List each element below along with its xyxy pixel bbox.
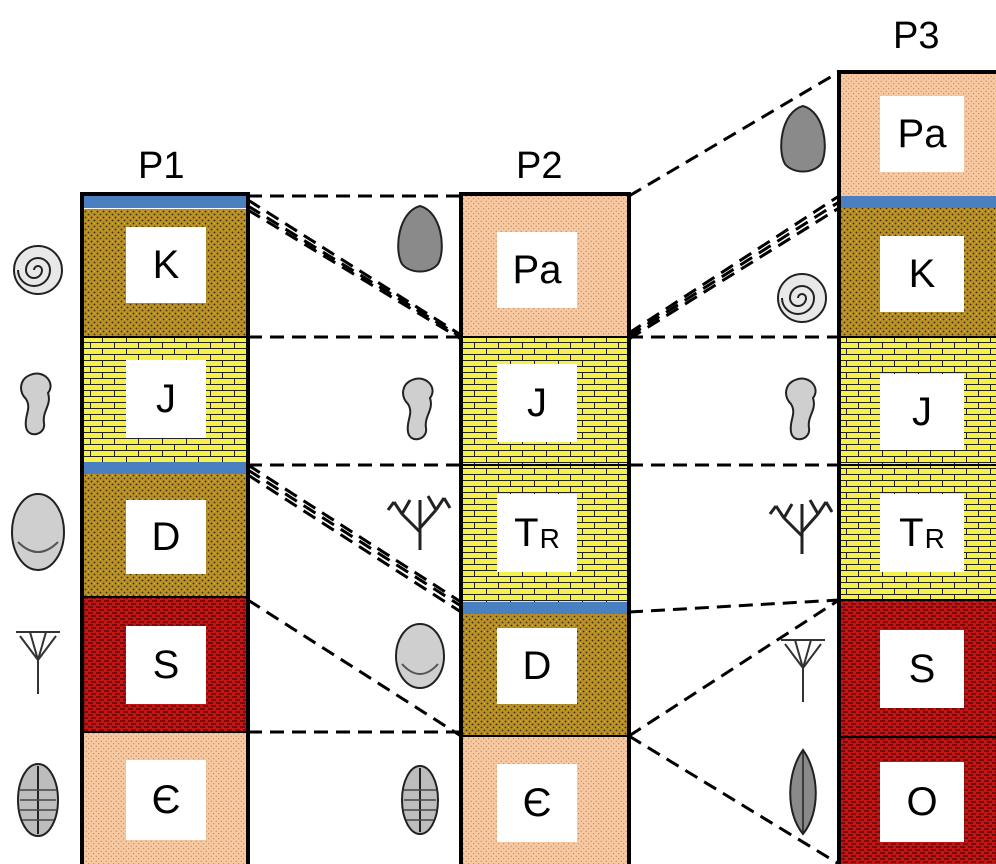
sponge-icon xyxy=(402,377,434,441)
sponge-icon xyxy=(20,372,52,436)
brachiopod-icon xyxy=(780,104,826,173)
section-p3 xyxy=(837,70,996,864)
layer-label-p3-k: K xyxy=(880,236,964,312)
layer-label-p1-d: D xyxy=(126,500,206,574)
section-title-p1: P1 xyxy=(138,145,185,187)
layer-label-p2-tr-sub: R xyxy=(539,523,560,554)
layer-label-p1-s: S xyxy=(126,626,206,704)
unconformity-p1-d xyxy=(82,462,248,474)
unconformity-p2 xyxy=(461,602,629,614)
brachiopod-icon xyxy=(397,204,443,273)
crinoid-icon xyxy=(781,639,825,702)
layer-label-p2-pa: Pa xyxy=(497,232,577,308)
layer-label-p1-k: K xyxy=(126,227,206,303)
layer-label-p3-s: S xyxy=(880,630,964,708)
section-title-p3: P3 xyxy=(893,15,940,57)
section-title-p2: P2 xyxy=(516,145,563,187)
coral-icon xyxy=(768,499,834,554)
brachiopod-icon xyxy=(395,623,445,689)
layer-label-p2-cambrian: Є xyxy=(497,764,577,842)
coral-icon xyxy=(386,495,452,550)
ammonite-icon xyxy=(13,245,63,295)
layer-label-p1-cambrian: Є xyxy=(126,760,206,840)
correlation-lines xyxy=(247,70,840,864)
unconformity-p1-top xyxy=(82,196,248,208)
layer-label-p2-j: J xyxy=(497,364,577,442)
layer-label-p1-j: J xyxy=(126,360,206,438)
fossils xyxy=(11,104,834,837)
layer-label-p3-pa: Pa xyxy=(880,96,964,172)
sponge-icon xyxy=(785,377,817,441)
trilobite-icon xyxy=(17,763,59,837)
graptolite-icon xyxy=(789,748,817,836)
layer-label-p3-o: O xyxy=(880,762,964,842)
trilobite-icon xyxy=(401,765,439,835)
layer-label-p3-tr-sub: R xyxy=(924,523,945,554)
layer-label-p2-d: D xyxy=(497,628,577,704)
layer-label-p3-tr-main: T xyxy=(899,510,924,555)
brachiopod-icon xyxy=(11,493,65,571)
layer-label-p2-tr-main: T xyxy=(514,510,539,555)
section-p2 xyxy=(459,192,631,864)
layer-label-p3-j: J xyxy=(880,374,964,450)
ammonite-icon xyxy=(777,273,827,323)
crinoid-icon xyxy=(16,631,60,694)
unconformity-p3 xyxy=(839,196,996,208)
